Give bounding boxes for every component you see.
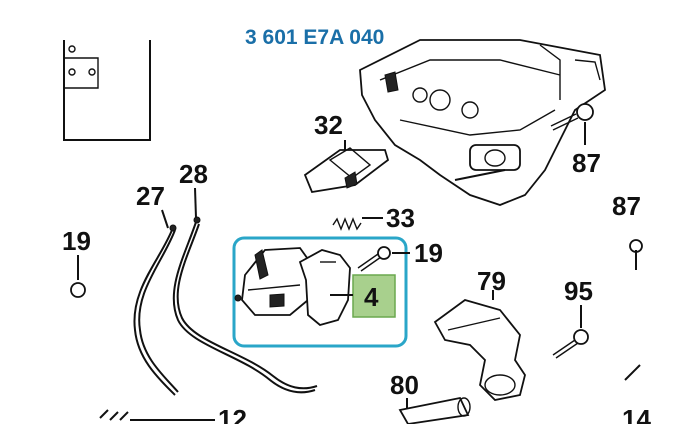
label-28: 28 — [179, 159, 208, 189]
switch-assembly — [234, 247, 351, 326]
highlight-frame — [232, 236, 408, 348]
label-95: 95 — [564, 276, 593, 306]
lever-79 — [433, 290, 526, 401]
housing-fragment-left — [63, 40, 151, 141]
label-19-box: 19 — [414, 238, 443, 268]
sleeve-80 — [398, 396, 471, 424]
label-79: 79 — [477, 266, 506, 296]
cable-28 — [172, 187, 318, 394]
label-87: 87 — [572, 148, 601, 178]
cable-27 — [133, 209, 179, 396]
label-19-left: 19 — [62, 226, 91, 256]
screw-19-box — [357, 246, 410, 272]
label-12: 12 — [218, 404, 247, 424]
spring-33 — [332, 217, 383, 231]
screw-87-top — [550, 103, 594, 145]
screw-19-left — [70, 255, 86, 298]
right-edge-fragments — [624, 239, 643, 381]
part-12 — [99, 409, 215, 421]
label-80: 80 — [390, 370, 419, 400]
label-87-right: 87 — [612, 191, 641, 221]
label-32: 32 — [314, 110, 343, 140]
label-14: 14 — [622, 404, 651, 424]
main-housing — [359, 39, 606, 206]
part-32 — [303, 140, 390, 194]
diagram-title: 3 601 E7A 040 — [245, 26, 384, 49]
label-33: 33 — [386, 203, 415, 233]
screw-95 — [552, 305, 589, 359]
label-4: 4 — [364, 282, 379, 312]
label-27: 27 — [136, 181, 165, 211]
